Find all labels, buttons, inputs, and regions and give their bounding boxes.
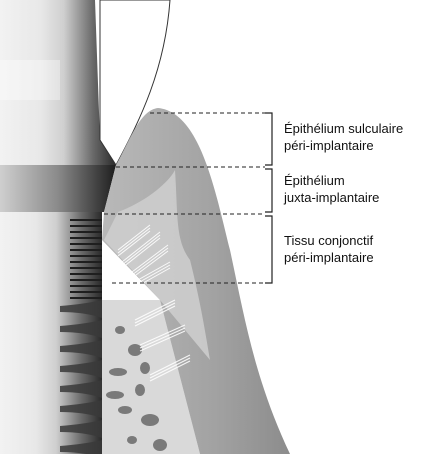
bone-pore	[106, 391, 124, 399]
bone-pore	[135, 384, 145, 396]
bracket-junctional	[265, 169, 272, 212]
label-junctional-line2: juxta-implantaire	[284, 189, 379, 206]
label-junctional-line1: Épithélium	[284, 172, 379, 189]
label-connective-line1: Tissu conjonctif	[284, 232, 374, 249]
bone-pore	[109, 368, 127, 376]
bone-pore	[115, 326, 125, 334]
bracket-sulcular	[265, 113, 272, 165]
bone-pore	[140, 362, 150, 374]
label-connective-tissue: Tissu conjonctif péri-implantaire	[284, 232, 374, 266]
label-sulcular-epithelium: Épithélium sulculaire péri-implantaire	[284, 120, 403, 154]
bone-pore	[128, 344, 142, 356]
label-sulcular-line1: Épithélium sulculaire	[284, 120, 403, 137]
label-junctional-epithelium: Épithélium juxta-implantaire	[284, 172, 379, 206]
bone-pore	[141, 414, 159, 426]
label-connective-line2: péri-implantaire	[284, 249, 374, 266]
bracket-connective	[265, 216, 272, 283]
bone-pore	[118, 406, 132, 414]
crown-highlight	[0, 60, 60, 100]
label-sulcular-line2: péri-implantaire	[284, 137, 403, 154]
implant-collar	[0, 165, 116, 212]
bone-pore	[127, 436, 137, 444]
bone-pore	[153, 439, 167, 451]
